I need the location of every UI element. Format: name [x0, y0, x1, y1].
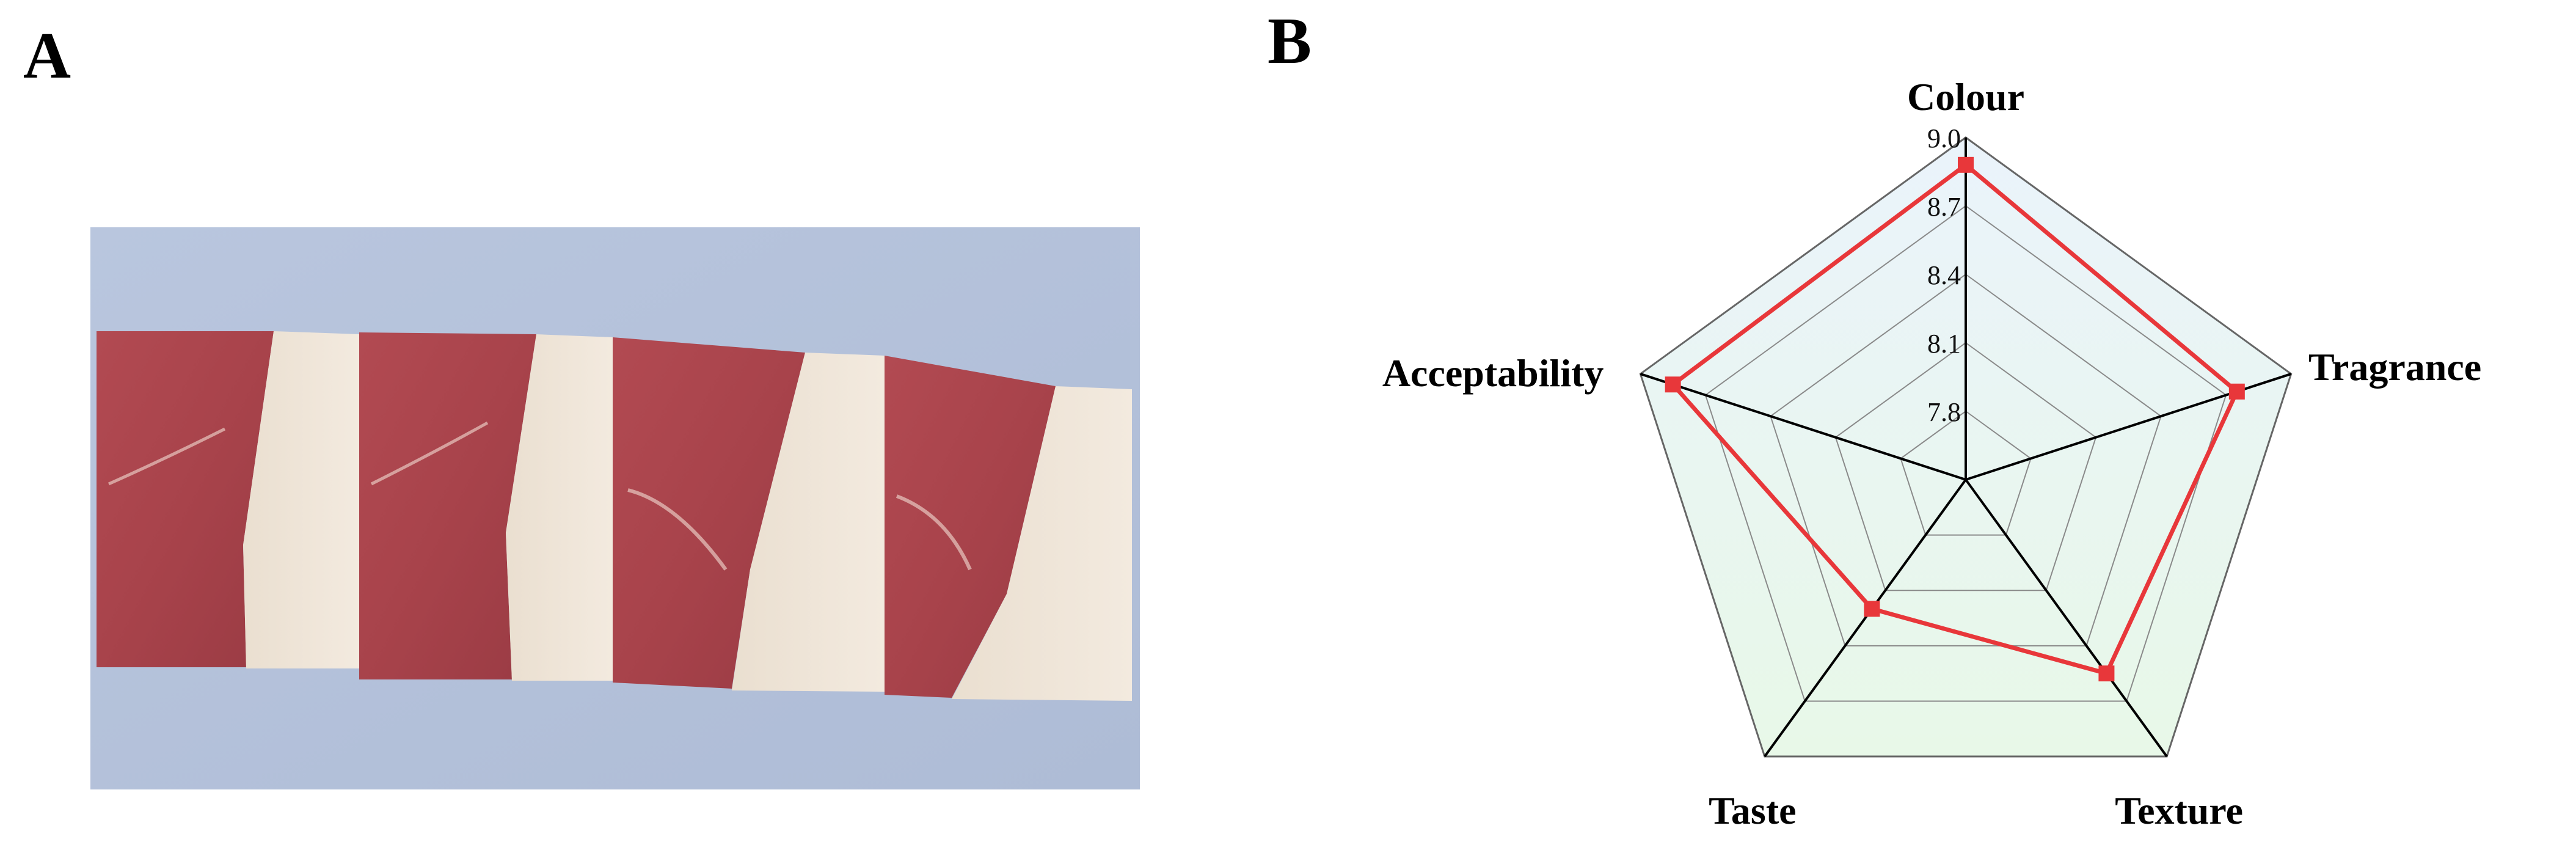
data-point-colour: [1958, 156, 1974, 173]
grid-ring: [1770, 273, 2162, 646]
data-point-tragrance: [2228, 383, 2245, 400]
axis-line: [1640, 373, 1966, 481]
tick-label: 8.1: [1927, 329, 1961, 359]
axis-label-colour: Colour: [1907, 75, 2024, 119]
axis-label-acceptability: Acceptability: [1382, 351, 1604, 395]
data-point-texture: [2098, 665, 2115, 682]
grid-ring: [1834, 342, 2097, 591]
grid-ring: [1900, 410, 2032, 536]
data-point-acceptability: [1665, 376, 1681, 393]
panel-label-b: B: [1268, 5, 1312, 78]
series-line: [1669, 162, 2240, 676]
grid-ring: [1704, 205, 2227, 702]
tick-label: 9.0: [1927, 123, 1961, 153]
slice-2: [359, 332, 613, 681]
tick-label: 8.4: [1927, 260, 1961, 290]
axis-label-texture: Texture: [2115, 789, 2243, 832]
meat-slices-photo: [90, 227, 1140, 789]
axis-line: [1965, 478, 2168, 758]
axis-label-taste: Taste: [1709, 789, 1796, 832]
axis-line: [1764, 478, 1967, 758]
slice-1: [97, 331, 359, 668]
data-point-taste: [1864, 601, 1880, 617]
panel-label-a: A: [23, 20, 71, 92]
axis-label-tragrance: Tragrance: [2308, 345, 2481, 389]
slice-3: [613, 337, 885, 692]
slice-4: [885, 356, 1132, 701]
tick-label: 7.8: [1927, 397, 1961, 427]
tick-label: 8.7: [1927, 192, 1961, 222]
